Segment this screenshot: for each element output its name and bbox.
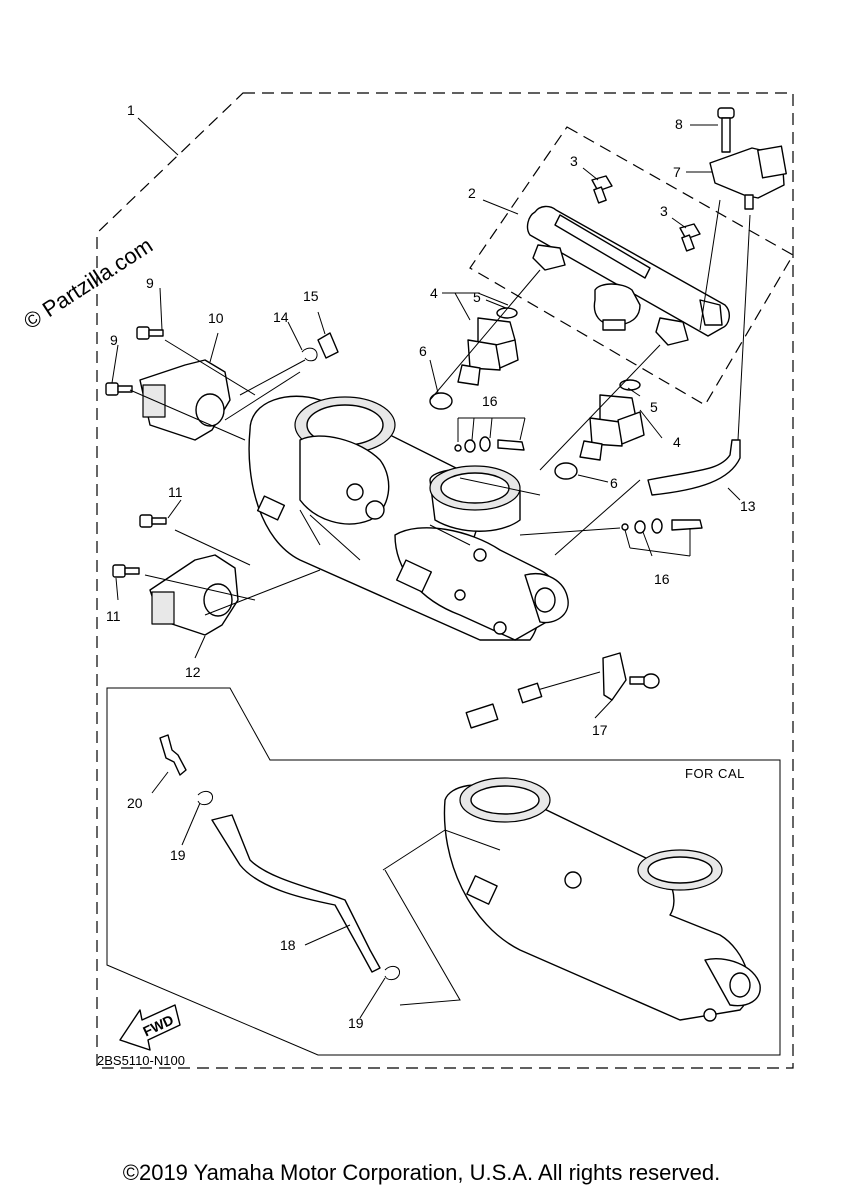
clip-19b <box>384 965 401 981</box>
callout-18: 18 <box>280 937 296 953</box>
screw-3b <box>679 223 701 252</box>
grommet-6a <box>429 392 453 410</box>
callout-3a: 3 <box>570 153 578 169</box>
clip-14 <box>301 347 318 362</box>
callout-17: 17 <box>592 722 608 738</box>
callout-4a: 4 <box>430 285 438 301</box>
callout-1: 1 <box>127 102 135 118</box>
callout-labels: 1 2 3 3 4 4 5 5 6 6 7 8 9 9 10 11 11 12 … <box>97 102 756 1068</box>
callout-4b: 4 <box>673 434 681 450</box>
callout-14: 14 <box>273 309 289 325</box>
callout-15: 15 <box>303 288 319 304</box>
screw-spring-16b <box>621 518 703 534</box>
copyright-notice: ©2019 Yamaha Motor Corporation, U.S.A. A… <box>122 1160 721 1185</box>
screw-spring-16a <box>454 436 525 453</box>
fuel-rail <box>526 205 730 346</box>
for-cal-inset-box <box>106 687 781 1056</box>
screw-3a <box>591 175 613 204</box>
injector-4b <box>579 394 645 461</box>
fitting-20 <box>159 734 187 776</box>
throttle-position-sensor-12 <box>149 554 239 636</box>
map-sensor <box>709 145 787 210</box>
injector-4a <box>457 317 519 386</box>
callout-2: 2 <box>468 185 476 201</box>
cap-15 <box>317 332 339 359</box>
callout-13: 13 <box>740 498 756 514</box>
callout-6b: 6 <box>610 475 618 491</box>
for-cal-throttle-body <box>443 777 761 1022</box>
sensor-17 <box>465 652 660 729</box>
callout-10: 10 <box>208 310 224 326</box>
hose-18 <box>211 814 381 973</box>
callout-16b: 16 <box>654 571 670 587</box>
callout-3b: 3 <box>660 203 668 219</box>
screw-9a <box>136 326 164 340</box>
callout-8: 8 <box>675 116 683 132</box>
screw-11b <box>112 564 140 578</box>
callout-6a: 6 <box>419 343 427 359</box>
callout-5b: 5 <box>650 399 658 415</box>
screw-11a <box>139 514 167 528</box>
callout-11b: 11 <box>106 608 121 624</box>
fwd-arrow: FWD <box>119 1004 181 1051</box>
clip-19a <box>197 790 214 806</box>
screw-9b <box>105 382 133 396</box>
callout-19b: 19 <box>348 1015 364 1031</box>
callout-11a: 11 <box>168 484 183 500</box>
callout-9b: 9 <box>110 332 118 348</box>
assembly-boundary <box>96 92 794 1069</box>
for-cal-label: FOR CAL <box>685 766 745 781</box>
callout-7: 7 <box>673 164 681 180</box>
throttle-position-sensor-10 <box>139 359 231 441</box>
grommet-6b <box>554 462 578 480</box>
hose-13 <box>647 439 741 496</box>
callout-19a: 19 <box>170 847 186 863</box>
oring-5b <box>619 379 641 391</box>
callout-9a: 9 <box>146 275 154 291</box>
throttle-body-main <box>248 395 569 641</box>
callout-16a: 16 <box>482 393 498 409</box>
drawing-number: 2BS5110-N100 <box>97 1053 185 1068</box>
callout-12: 12 <box>185 664 201 680</box>
screw-8 <box>717 107 735 153</box>
callout-5a: 5 <box>473 289 481 305</box>
callout-20: 20 <box>127 795 143 811</box>
leader-lines <box>111 117 751 1019</box>
watermark: © Partzilla.com <box>19 232 157 334</box>
